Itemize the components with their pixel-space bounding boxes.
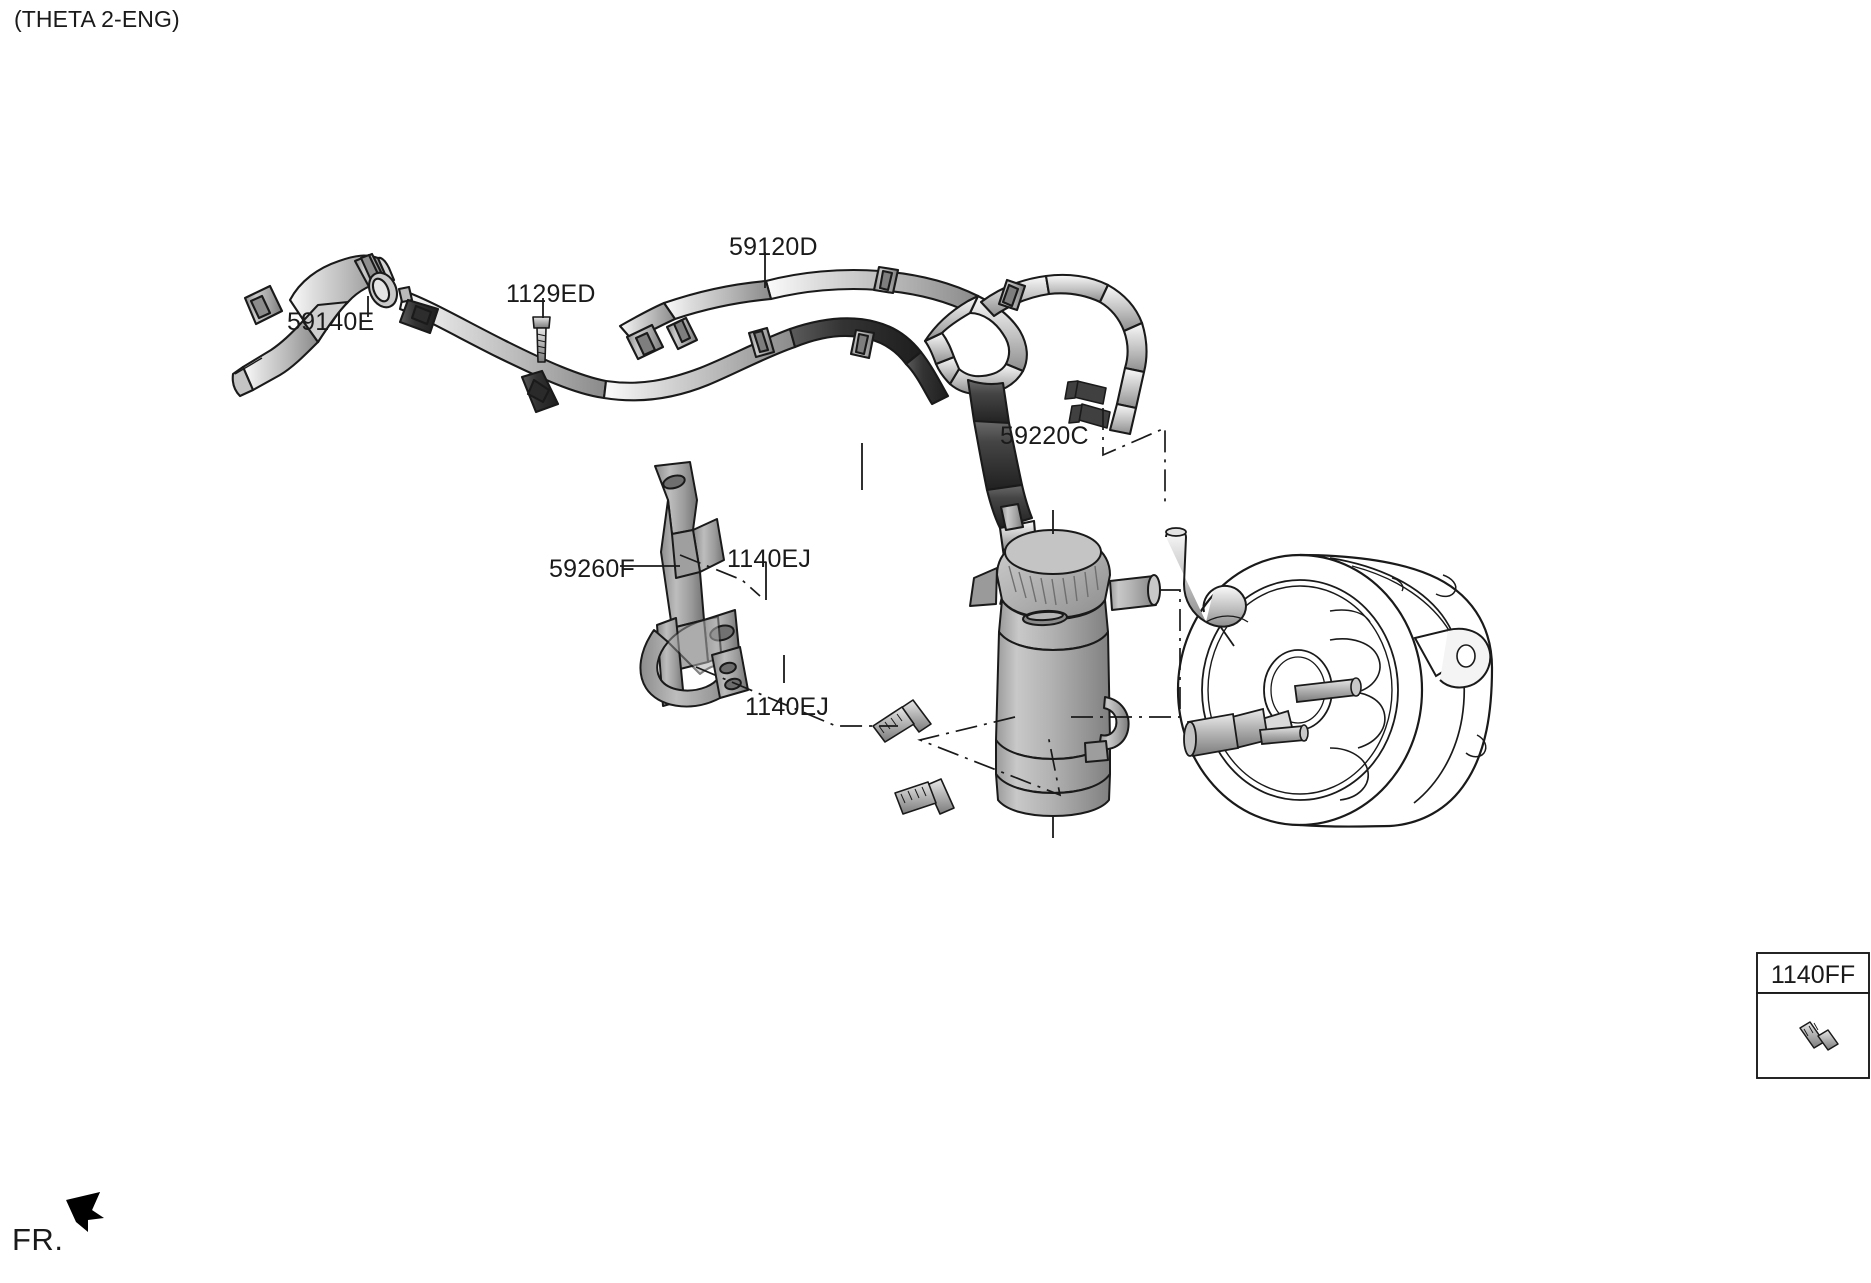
bolt-1129ED	[532, 316, 551, 363]
callout-1140EJ-lower: 1140EJ	[745, 693, 830, 721]
fr-arrow-icon	[66, 1192, 104, 1232]
bolt-1140EJ-upper	[872, 699, 932, 743]
assembly-leader-lines	[679, 408, 1181, 797]
inset-box-1140FF	[1756, 952, 1870, 1079]
bracket-59260F	[639, 461, 749, 708]
callout-leader-lines	[367, 252, 1054, 838]
callout-59220C: 59220C	[1000, 422, 1089, 450]
callout-1140EJ-upper: 1140EJ	[727, 545, 812, 573]
inset-box-label: 1140FF	[1770, 961, 1856, 989]
brake-booster	[1165, 527, 1494, 828]
vacuum-pump-59220C	[969, 529, 1161, 817]
hose-59140E	[231, 252, 399, 398]
callout-1129ED: 1129ED	[506, 280, 596, 308]
bolt-1140EJ-lower	[894, 778, 955, 815]
orientation-label: FR.	[12, 1222, 64, 1257]
callout-59260F: 59260F	[549, 555, 635, 583]
callout-59140E: 59140E	[287, 308, 375, 336]
page-title: (THETA 2-ENG)	[14, 6, 180, 32]
callout-59120D: 59120D	[729, 233, 818, 261]
